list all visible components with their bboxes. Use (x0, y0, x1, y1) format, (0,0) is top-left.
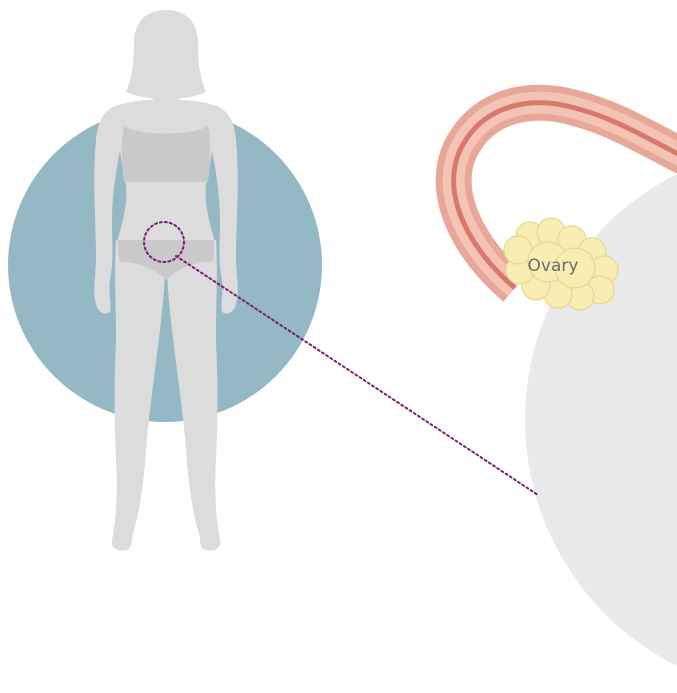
ovary-label: Ovary (528, 256, 579, 276)
bra-shape (122, 126, 211, 182)
